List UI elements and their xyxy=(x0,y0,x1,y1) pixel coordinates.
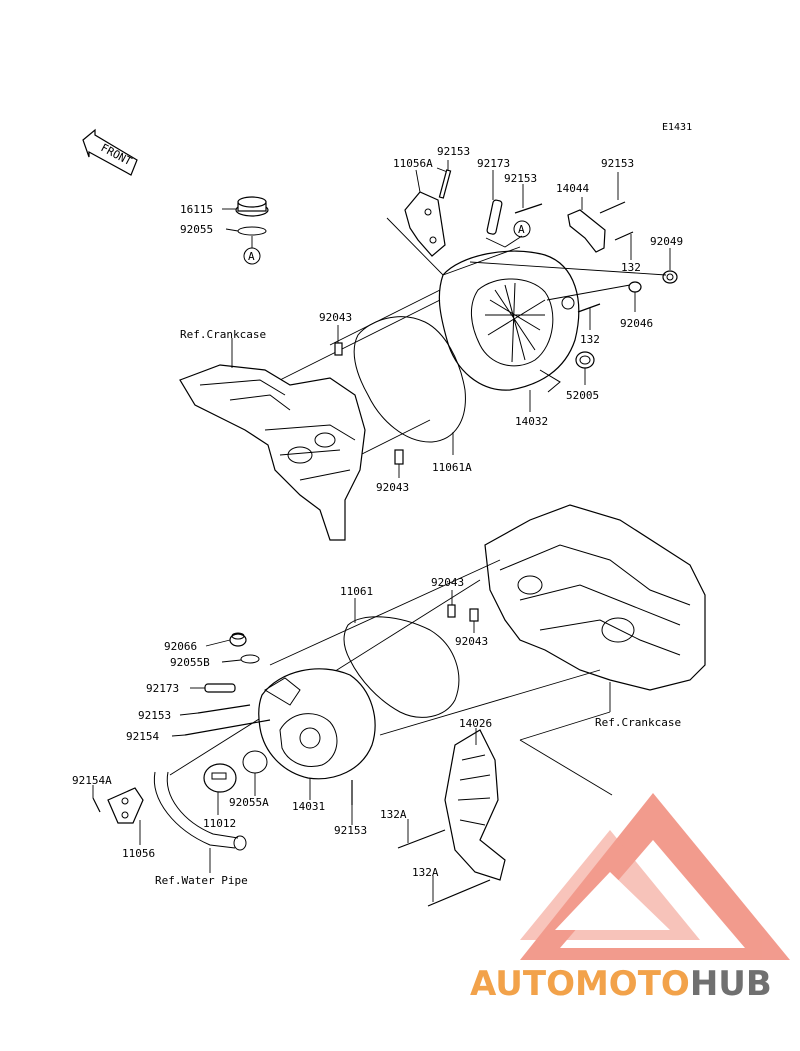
oil-filler-cap xyxy=(235,196,269,217)
svg-text:AUTOMOTOHUB: AUTOMOTOHUB xyxy=(470,964,772,1004)
label-92046: 92046 xyxy=(620,317,653,330)
label-92153-c: 92153 xyxy=(601,157,634,170)
diagram-code: E1431 xyxy=(662,122,692,133)
label-ref-water-pipe: Ref.Water Pipe xyxy=(155,874,248,887)
label-14032: 14032 xyxy=(515,415,548,428)
pin-92173-b xyxy=(204,683,236,693)
label-92153-d: 92153 xyxy=(138,709,171,722)
crankcase-ref-lower xyxy=(484,504,706,691)
label-52005: 52005 xyxy=(566,389,599,402)
plug-92049 xyxy=(662,270,678,284)
label-11061: 11061 xyxy=(340,585,373,598)
label-92153-b: 92153 xyxy=(504,172,537,185)
ref-marker-a-right: A xyxy=(513,220,531,238)
dowel-92043-d xyxy=(469,608,479,622)
dowel-92043-a xyxy=(334,342,343,356)
o-ring-92055A xyxy=(242,750,268,774)
label-16115: 16115 xyxy=(180,203,213,216)
dowel-92043-b xyxy=(394,449,404,465)
cover-14026 xyxy=(444,729,506,881)
label-92173-a: 92173 xyxy=(477,157,510,170)
label-92154: 92154 xyxy=(126,730,159,743)
label-ref-crankcase-bottom: Ref.Crankcase xyxy=(595,716,681,729)
label-92154A: 92154A xyxy=(72,774,112,787)
oil-seal-52005 xyxy=(575,351,595,369)
label-132A-a: 132A xyxy=(380,808,407,821)
label-92153-a: 92153 xyxy=(437,145,470,158)
label-92055: 92055 xyxy=(180,223,213,236)
gasket-11061 xyxy=(343,616,460,718)
label-11061A: 11061A xyxy=(432,461,472,474)
svg-text:A: A xyxy=(248,250,255,263)
pin-92173-a xyxy=(486,199,503,235)
plug-92066 xyxy=(229,632,247,647)
label-92043-c: 92043 xyxy=(431,576,464,589)
label-92055B: 92055B xyxy=(170,656,210,669)
label-92153-e: 92153 xyxy=(334,824,367,837)
o-ring-92055B xyxy=(240,654,260,664)
label-132-b: 132 xyxy=(580,333,600,346)
label-92173-b: 92173 xyxy=(146,682,179,695)
label-ref-crankcase-top: Ref.Crankcase xyxy=(180,328,266,341)
label-92043-a: 92043 xyxy=(319,311,352,324)
front-arrow-icon: FRONT xyxy=(82,128,138,176)
label-14044: 14044 xyxy=(556,182,589,195)
clutch-cover-14032 xyxy=(438,250,580,393)
generator-cover-14031 xyxy=(258,668,376,780)
label-132A-b: 132A xyxy=(412,866,439,879)
washer-92046 xyxy=(628,281,642,293)
o-ring-92055 xyxy=(237,226,267,236)
watermark-text: AUTOMOTOHUB xyxy=(470,964,772,1004)
label-11056: 11056 xyxy=(122,847,155,860)
dowel-92043-c xyxy=(447,604,456,618)
label-92066: 92066 xyxy=(164,640,197,653)
label-132-a: 132 xyxy=(621,261,641,274)
label-92043-b: 92043 xyxy=(376,481,409,494)
label-92055A: 92055A xyxy=(229,796,269,809)
label-11012: 11012 xyxy=(203,817,236,830)
gasket-11061A xyxy=(353,316,466,443)
water-pipe-ref xyxy=(153,771,247,851)
bolt-92153-a xyxy=(438,169,452,199)
bracket-11056A xyxy=(404,191,446,257)
crankcase-ref-upper xyxy=(179,364,366,541)
cap-11012 xyxy=(203,763,237,793)
ref-marker-a-left: A xyxy=(243,247,261,265)
watermark-logo xyxy=(520,793,790,960)
label-92049: 92049 xyxy=(650,235,683,248)
label-11056A: 11056A xyxy=(393,157,433,170)
label-92043-d: 92043 xyxy=(455,635,488,648)
bracket-14044 xyxy=(567,209,606,253)
bracket-11056 xyxy=(107,787,144,824)
label-14031: 14031 xyxy=(292,800,325,813)
label-14026: 14026 xyxy=(459,717,492,730)
svg-text:A: A xyxy=(518,223,525,236)
